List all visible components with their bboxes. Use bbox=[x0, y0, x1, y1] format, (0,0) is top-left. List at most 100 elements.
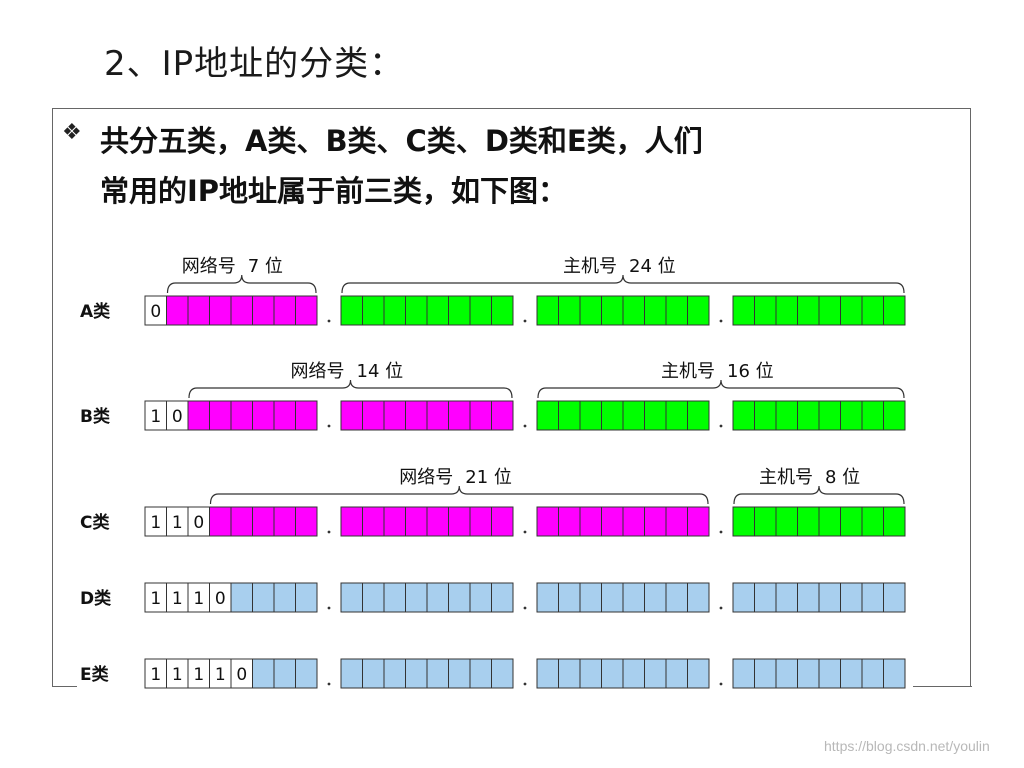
octet-separator-dot bbox=[327, 319, 331, 323]
address-bit bbox=[622, 658, 645, 689]
prefix-bit-value: 1 bbox=[172, 513, 183, 533]
class-label-0: A类 bbox=[80, 301, 111, 322]
address-bit bbox=[775, 658, 798, 689]
octet-separator-dot bbox=[327, 606, 331, 610]
octet-separator-dot bbox=[523, 319, 527, 323]
address-bit bbox=[209, 400, 232, 431]
octet-separator-dot bbox=[327, 682, 331, 686]
address-bit bbox=[687, 506, 710, 537]
address-bit bbox=[579, 295, 602, 326]
prefix-bit-value: 0 bbox=[215, 589, 226, 609]
octet-separator-dot bbox=[719, 530, 723, 534]
address-bit bbox=[732, 295, 755, 326]
brace bbox=[166, 274, 317, 294]
address-bit bbox=[469, 658, 492, 689]
prefix-bit-value: 1 bbox=[193, 665, 204, 685]
address-bit bbox=[601, 400, 624, 431]
address-bit bbox=[665, 506, 688, 537]
octet-separator-dot bbox=[523, 606, 527, 610]
address-bit bbox=[536, 400, 559, 431]
address-bit bbox=[840, 400, 863, 431]
address-bit bbox=[861, 658, 884, 689]
address-bit bbox=[840, 506, 863, 537]
address-bit bbox=[295, 658, 318, 689]
address-bit bbox=[469, 295, 492, 326]
address-bit bbox=[426, 506, 449, 537]
address-bit bbox=[840, 582, 863, 613]
address-bit bbox=[754, 658, 777, 689]
address-bit bbox=[840, 658, 863, 689]
address-bit bbox=[383, 506, 406, 537]
octet-separator-dot bbox=[327, 530, 331, 534]
address-bit bbox=[775, 506, 798, 537]
address-bit bbox=[491, 658, 514, 689]
address-bit bbox=[448, 582, 471, 613]
slide-title: 2、IP地址的分类： bbox=[104, 44, 405, 84]
address-bit bbox=[405, 295, 428, 326]
address-bit bbox=[818, 400, 841, 431]
address-bit bbox=[818, 582, 841, 613]
address-bit bbox=[644, 400, 667, 431]
address-bit bbox=[209, 295, 232, 326]
address-bit bbox=[797, 658, 820, 689]
address-bit bbox=[818, 658, 841, 689]
class-label-4: E类 bbox=[80, 664, 110, 685]
address-bit bbox=[230, 295, 253, 326]
brace bbox=[341, 274, 905, 294]
prefix-bit-value: 1 bbox=[150, 513, 161, 533]
address-bit bbox=[558, 506, 581, 537]
address-bit bbox=[405, 400, 428, 431]
brace-label: 网络号 bbox=[182, 256, 236, 277]
brace-label: 网络号 bbox=[291, 361, 345, 382]
address-bit bbox=[230, 582, 253, 613]
address-bit bbox=[405, 658, 428, 689]
address-bit bbox=[362, 506, 385, 537]
address-bit bbox=[732, 582, 755, 613]
intro-line-1: 共分五类，A类、B类、C类、D类和E类，人们 bbox=[100, 124, 703, 158]
address-bit bbox=[491, 295, 514, 326]
brace bbox=[188, 379, 513, 399]
address-bit bbox=[754, 295, 777, 326]
octet-separator-dot bbox=[719, 606, 723, 610]
address-bit bbox=[883, 400, 906, 431]
address-bit bbox=[687, 400, 710, 431]
address-bit bbox=[797, 400, 820, 431]
brace bbox=[733, 485, 905, 505]
address-bit bbox=[754, 582, 777, 613]
class-label-2: C类 bbox=[80, 512, 110, 533]
prefix-bit-value: 1 bbox=[215, 665, 226, 685]
prefix-bit-value: 0 bbox=[150, 302, 161, 322]
address-bit bbox=[448, 400, 471, 431]
octet-separator-dot bbox=[719, 682, 723, 686]
address-bit bbox=[797, 295, 820, 326]
brace-label: 主机号 bbox=[661, 361, 715, 382]
address-bit bbox=[665, 658, 688, 689]
brace-bits: 7 位 bbox=[248, 256, 283, 277]
address-bit bbox=[536, 582, 559, 613]
address-bit bbox=[861, 506, 884, 537]
address-bit bbox=[687, 582, 710, 613]
brace bbox=[537, 379, 905, 399]
panel-border-left-segment bbox=[52, 686, 77, 687]
address-bit bbox=[665, 400, 688, 431]
address-bit bbox=[861, 582, 884, 613]
prefix-bit-value: 1 bbox=[172, 665, 183, 685]
prefix-bit-value: 1 bbox=[150, 407, 161, 427]
octet-separator-dot bbox=[523, 424, 527, 428]
brace bbox=[209, 485, 709, 505]
brace-label: 主机号 bbox=[759, 467, 813, 488]
address-bit bbox=[426, 295, 449, 326]
address-bit bbox=[166, 295, 189, 326]
address-bit bbox=[644, 295, 667, 326]
octet-separator-dot bbox=[719, 319, 723, 323]
address-bit bbox=[273, 295, 296, 326]
address-bit bbox=[644, 658, 667, 689]
address-bit bbox=[426, 658, 449, 689]
address-bit bbox=[187, 400, 210, 431]
brace-bits: 8 位 bbox=[825, 467, 860, 488]
prefix-bit-value: 0 bbox=[172, 407, 183, 427]
address-bit bbox=[295, 582, 318, 613]
address-bit bbox=[861, 295, 884, 326]
address-bit bbox=[601, 295, 624, 326]
address-bit bbox=[295, 506, 318, 537]
